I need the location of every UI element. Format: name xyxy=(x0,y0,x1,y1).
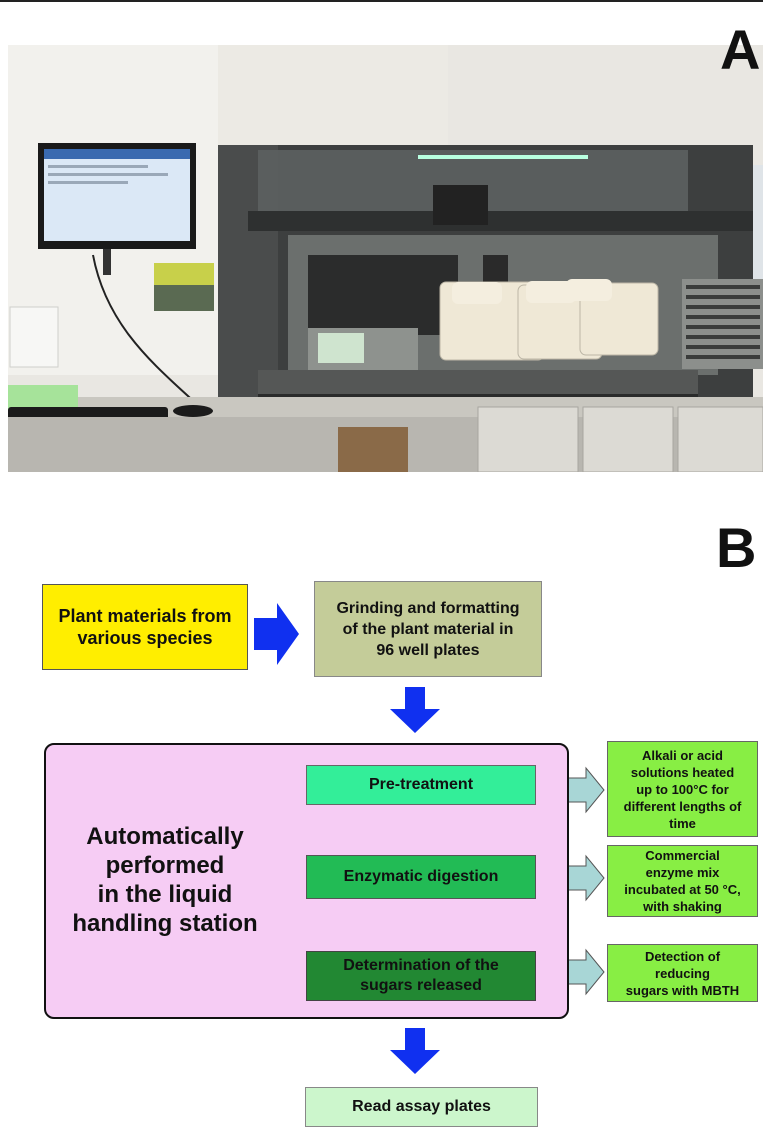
arrow-automation-to-read xyxy=(390,1028,440,1074)
monitor xyxy=(38,143,196,275)
grinding-box: Grinding and formatting of the plant mat… xyxy=(314,581,542,677)
read-assay-plates-box: Read assay plates xyxy=(305,1087,538,1127)
step-determination: Determination of the sugars released xyxy=(306,951,536,1001)
detail-pretreatment: Alkali or acid solutions heated up to 10… xyxy=(607,741,758,837)
plant-materials-box: Plant materials from various species xyxy=(42,584,248,670)
step-pretreatment-label: Pre-treatment xyxy=(368,776,474,793)
automation-label: Automatically performed in the liquid ha… xyxy=(52,800,278,960)
grinding-label: Grinding and formatting of the plant mat… xyxy=(336,599,520,659)
lab-photo xyxy=(8,45,763,472)
panel-letter-b: B xyxy=(716,516,757,579)
arrow-grinding-to-automation xyxy=(390,687,440,733)
step-determination-label: Determination of the sugars released xyxy=(343,957,499,994)
step-pretreatment: Pre-treatment xyxy=(306,765,536,805)
top-border xyxy=(0,0,763,2)
plant-materials-label: Plant materials from various species xyxy=(58,606,232,648)
detail-determination-text: Detection of reducing sugars with MBTH xyxy=(625,948,740,998)
step-enzymatic-digestion: Enzymatic digestion xyxy=(306,855,536,899)
step-enzymatic-label: Enzymatic digestion xyxy=(343,868,499,885)
arrow-input-to-grinding xyxy=(254,603,299,665)
automation-label-text: Automatically performed in the liquid ha… xyxy=(72,823,258,937)
detail-determination: Detection of reducing sugars with MBTH xyxy=(607,944,758,1002)
detail-enzymatic: Commercial enzyme mix incubated at 50 °C… xyxy=(607,845,758,917)
panel-letter-a: A xyxy=(720,18,761,81)
liquid-handler xyxy=(218,145,763,405)
read-assay-plates-label: Read assay plates xyxy=(352,1098,491,1115)
detail-pretreatment-text: Alkali or acid solutions heated up to 10… xyxy=(623,747,742,831)
detail-enzymatic-text: Commercial enzyme mix incubated at 50 °C… xyxy=(624,848,741,914)
